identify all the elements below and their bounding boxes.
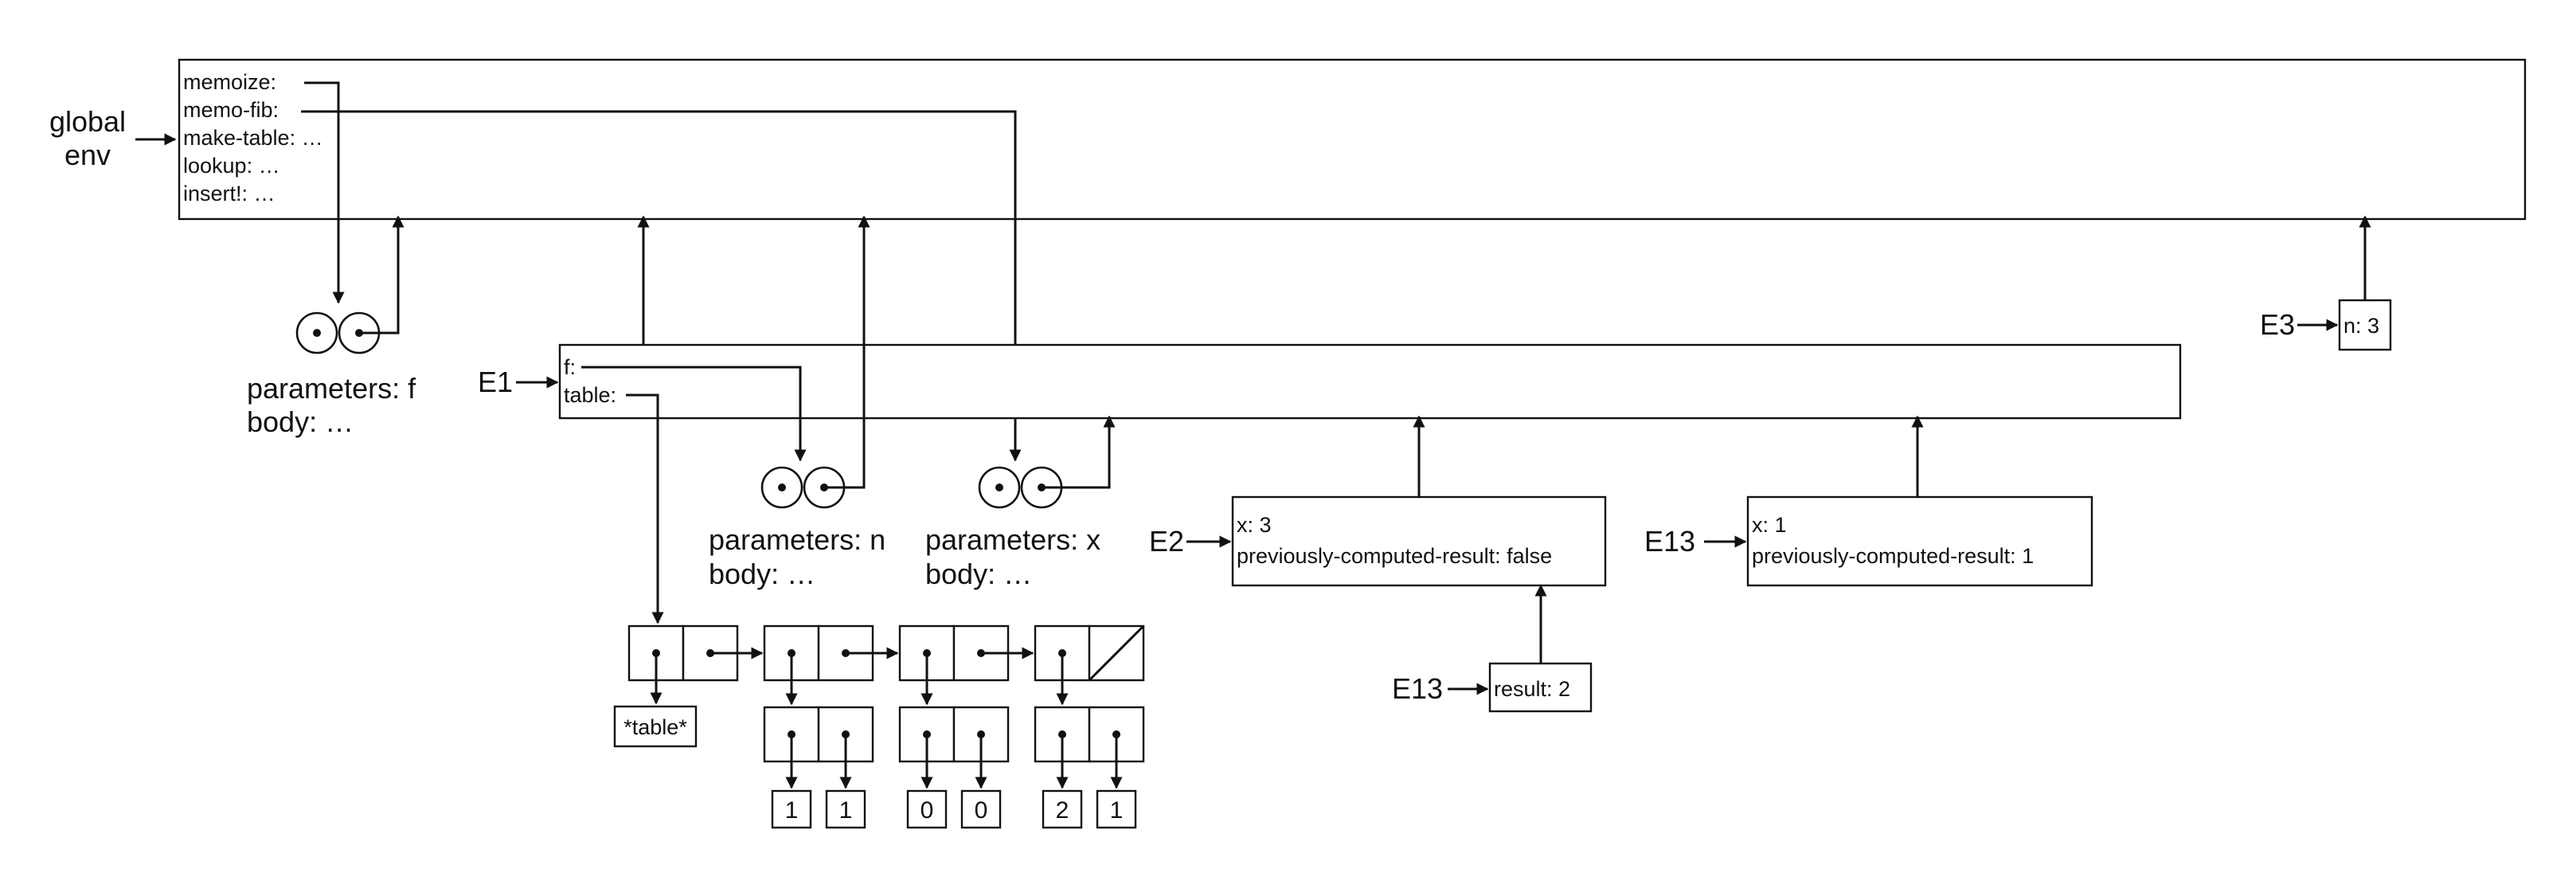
- table-entry-0-key-box: [771, 789, 812, 829]
- e2-frame: [1231, 495, 1607, 587]
- e3-frame: [2338, 299, 2392, 351]
- table-spine-2-nil-slash: [1088, 624, 1145, 682]
- e13-env: E13 x: 1 previously-computed-result: 1: [1644, 495, 2093, 587]
- e13-result-label: E13: [1392, 672, 1443, 705]
- table-entry-0-value-box: [825, 789, 866, 829]
- e13-binding-x: x: 1: [1752, 513, 1787, 537]
- e1-binding-table: table:: [564, 383, 616, 407]
- e13-frame: [1746, 495, 2093, 587]
- inner-code-dot: [778, 483, 786, 491]
- memoize-procedure: parameters: f body: …: [247, 215, 416, 438]
- table-symbol-box: [613, 705, 698, 748]
- global-env-label-line2: env: [64, 139, 111, 171]
- e2-binding-result: previously-computed-result: false: [1237, 544, 1552, 568]
- memoize-env-arrow: [359, 215, 405, 335]
- e13-result-binding: result: 2: [1494, 677, 1570, 701]
- e2-env: E2 x: 3 previously-computed-result: fals…: [1149, 495, 1607, 587]
- global-binding-lookup: lookup: …: [183, 154, 280, 178]
- memoize-params: parameters: f: [247, 372, 416, 405]
- global-binding-insert: insert!: …: [183, 182, 276, 206]
- e1-frame: [558, 343, 2182, 420]
- e1-env: E1 f: table:: [478, 343, 2182, 420]
- memo-fib-procedure: parameters: x body: …: [925, 415, 1116, 590]
- global-binding-memoize: memoize:: [183, 70, 276, 94]
- e2-binding-x: x: 3: [1237, 513, 1272, 537]
- global-frame: [178, 58, 2527, 221]
- global-binding-make-table: make-table: …: [183, 126, 323, 150]
- table-entry-2-key: 2: [1056, 797, 1069, 824]
- e13-result-env: E13 result: 2: [1392, 662, 1593, 713]
- e3-binding-n: n: 3: [2343, 314, 2379, 338]
- memo-fib-body: body: …: [925, 558, 1032, 590]
- e13-label: E13: [1644, 525, 1695, 558]
- memoize-code-dot: [313, 329, 321, 337]
- e1-binding-f: f:: [564, 355, 576, 379]
- inner-params: parameters: n: [709, 523, 885, 556]
- e2-label: E2: [1149, 525, 1184, 558]
- inner-env-arrow: [824, 215, 870, 489]
- memo-fib-env-arrow: [1042, 415, 1116, 489]
- inner-body: body: …: [709, 558, 815, 590]
- memoize-binding-arrow: [304, 81, 345, 304]
- table-entry-0-key: 1: [785, 797, 799, 824]
- global-env-label-line1: global: [49, 105, 126, 138]
- global-env: global env memoize: memo-fib: make-table…: [49, 58, 2527, 221]
- e13-result-frame: [1488, 662, 1593, 713]
- table-entry-2-value: 1: [1110, 797, 1124, 824]
- table-structure: *table* 1 1 0 0 2 1: [613, 624, 1145, 829]
- e13-binding-result: previously-computed-result: 1: [1752, 544, 2034, 568]
- table-entry-1-value: 0: [975, 797, 988, 824]
- e1-label: E1: [478, 366, 513, 398]
- table-entry-2-key-box: [1042, 789, 1083, 829]
- e3-env: E3 n: 3: [2260, 299, 2392, 351]
- memo-fib-params: parameters: x: [925, 523, 1100, 556]
- table-entry-1-key-box: [906, 789, 948, 829]
- memo-fib-code-dot: [995, 483, 1003, 491]
- global-binding-memo-fib: memo-fib:: [183, 98, 279, 122]
- e3-label: E3: [2260, 308, 2295, 341]
- table-entry-1-key: 0: [921, 797, 934, 824]
- inner-procedure: parameters: n body: …: [709, 215, 885, 590]
- table-symbol: *table*: [623, 715, 687, 739]
- table-entry-1-value-box: [960, 789, 1002, 829]
- table-entry-0-value: 1: [839, 797, 853, 824]
- e1-table-binding-arrow: [626, 393, 664, 624]
- e1-f-binding-arrow: [581, 366, 807, 462]
- memoize-body: body: …: [247, 405, 354, 438]
- table-entry-2-value-box: [1096, 789, 1137, 829]
